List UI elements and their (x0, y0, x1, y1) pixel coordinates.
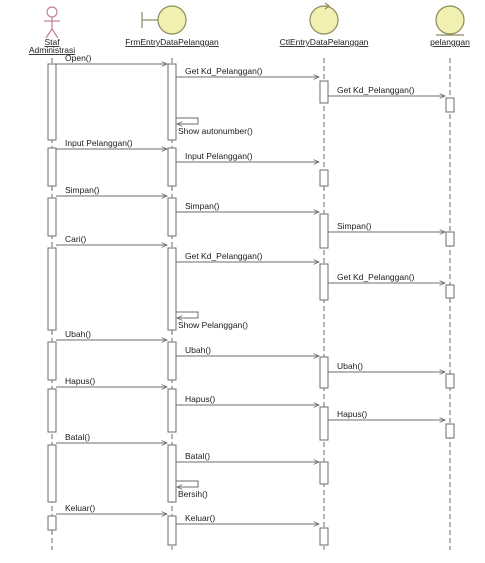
message-label: Hapus() (65, 376, 95, 386)
activation-bar (167, 63, 177, 141)
message-18: Hapus() (176, 394, 319, 405)
activation-bar (319, 461, 329, 485)
message-label: Hapus() (337, 409, 367, 419)
message-23: Keluar() (56, 503, 167, 514)
participant-name: FrmEntryDataPelanggan (125, 37, 219, 47)
message-9: Simpan() (328, 221, 445, 232)
activation-bar (445, 423, 455, 439)
activation-bar (167, 247, 177, 331)
message-label: Show autonumber() (178, 126, 253, 136)
activation-bar (319, 527, 329, 546)
message-24: Keluar() (176, 513, 319, 524)
message-3: Get Kd_Pelanggan() (328, 85, 445, 96)
activation-bar (47, 197, 57, 237)
activation-bar (319, 80, 329, 104)
message-15: Ubah() (176, 345, 319, 356)
message-21: Batal() (176, 451, 319, 462)
message-8: Simpan() (176, 201, 319, 212)
message-20: Batal() (56, 432, 167, 443)
messages-layer: Open() Get Kd_Pelanggan() Get Kd_Pelanggan… (56, 53, 445, 524)
message-label: Bersih() (178, 489, 208, 499)
message-5: Input Pelanggan() (56, 138, 167, 149)
message-label: Get Kd_Pelanggan() (337, 85, 415, 95)
activation-bar (319, 356, 329, 389)
self-message-arrow (176, 480, 199, 487)
message-label: Input Pelanggan() (65, 138, 133, 148)
message-14: Ubah() (56, 329, 167, 340)
message-label: Simpan() (185, 201, 220, 211)
activation-bar (47, 147, 57, 187)
entity-icon (435, 5, 465, 36)
activation-bar (445, 373, 455, 389)
activation-bar (167, 197, 177, 237)
message-22: Bersih() (176, 480, 208, 499)
message-13: Show Pelanggan() (176, 311, 248, 330)
message-6: Input Pelanggan() (176, 151, 319, 162)
message-label: Batal() (185, 451, 210, 461)
activation-bar (445, 97, 455, 113)
actor-icon (44, 6, 60, 39)
self-message-arrow (176, 117, 199, 124)
control-icon (309, 2, 339, 35)
message-12: Get Kd_Pelanggan() (328, 272, 445, 283)
participant-ent: pelanggan (430, 5, 470, 47)
participant-form: FrmEntryDataPelanggan (125, 5, 219, 47)
activation-bar (319, 263, 329, 301)
message-label: Hapus() (185, 394, 215, 404)
activation-bar (47, 63, 57, 141)
activation-bar (47, 515, 57, 531)
message-label: Show Pelanggan() (178, 320, 248, 330)
message-label: Cari() (65, 234, 86, 244)
message-19: Hapus() (328, 409, 445, 420)
self-message-arrow (176, 311, 199, 318)
activation-bar (47, 247, 57, 331)
activation-bar (319, 169, 329, 187)
activation-bar (47, 388, 57, 433)
message-1: Open() (56, 53, 167, 64)
message-4: Show autonumber() (176, 117, 253, 136)
activation-bar (47, 444, 57, 503)
boundary-icon (141, 5, 187, 35)
message-label: Keluar() (185, 513, 215, 523)
message-label: Ubah() (185, 345, 211, 355)
message-label: Get Kd_Pelanggan() (185, 251, 263, 261)
participant-name: Staf (44, 37, 60, 47)
message-label: Keluar() (65, 503, 95, 513)
message-label: Input Pelanggan() (185, 151, 253, 161)
participant-ctrl: CtlEntryDataPelanggan (280, 2, 369, 47)
message-label: Get Kd_Pelanggan() (337, 272, 415, 282)
message-label: Ubah() (65, 329, 91, 339)
message-label: Simpan() (65, 185, 100, 195)
message-label: Ubah() (337, 361, 363, 371)
activation-bar (167, 388, 177, 433)
activation-bar (319, 406, 329, 441)
message-2: Get Kd_Pelanggan() (176, 66, 319, 77)
activation-bar (167, 341, 177, 381)
message-11: Get Kd_Pelanggan() (176, 251, 319, 262)
message-17: Hapus() (56, 376, 167, 387)
message-7: Simpan() (56, 185, 167, 196)
activation-bar (445, 231, 455, 247)
participant-name: Administrasi (29, 45, 75, 55)
activation-bar (319, 213, 329, 249)
activation-bar (167, 515, 177, 546)
message-label: Get Kd_Pelanggan() (185, 66, 263, 76)
activation-bar (445, 284, 455, 299)
message-label: Simpan() (337, 221, 372, 231)
activation-bar (167, 147, 177, 187)
message-10: Cari() (56, 234, 167, 245)
message-label: Batal() (65, 432, 90, 442)
participant-name: pelanggan (430, 37, 470, 47)
activation-bar (47, 341, 57, 381)
message-16: Ubah() (328, 361, 445, 372)
activation-bar (167, 444, 177, 503)
activations-layer (47, 63, 455, 546)
message-label: Open() (65, 53, 92, 63)
participant-name: CtlEntryDataPelanggan (280, 37, 369, 47)
